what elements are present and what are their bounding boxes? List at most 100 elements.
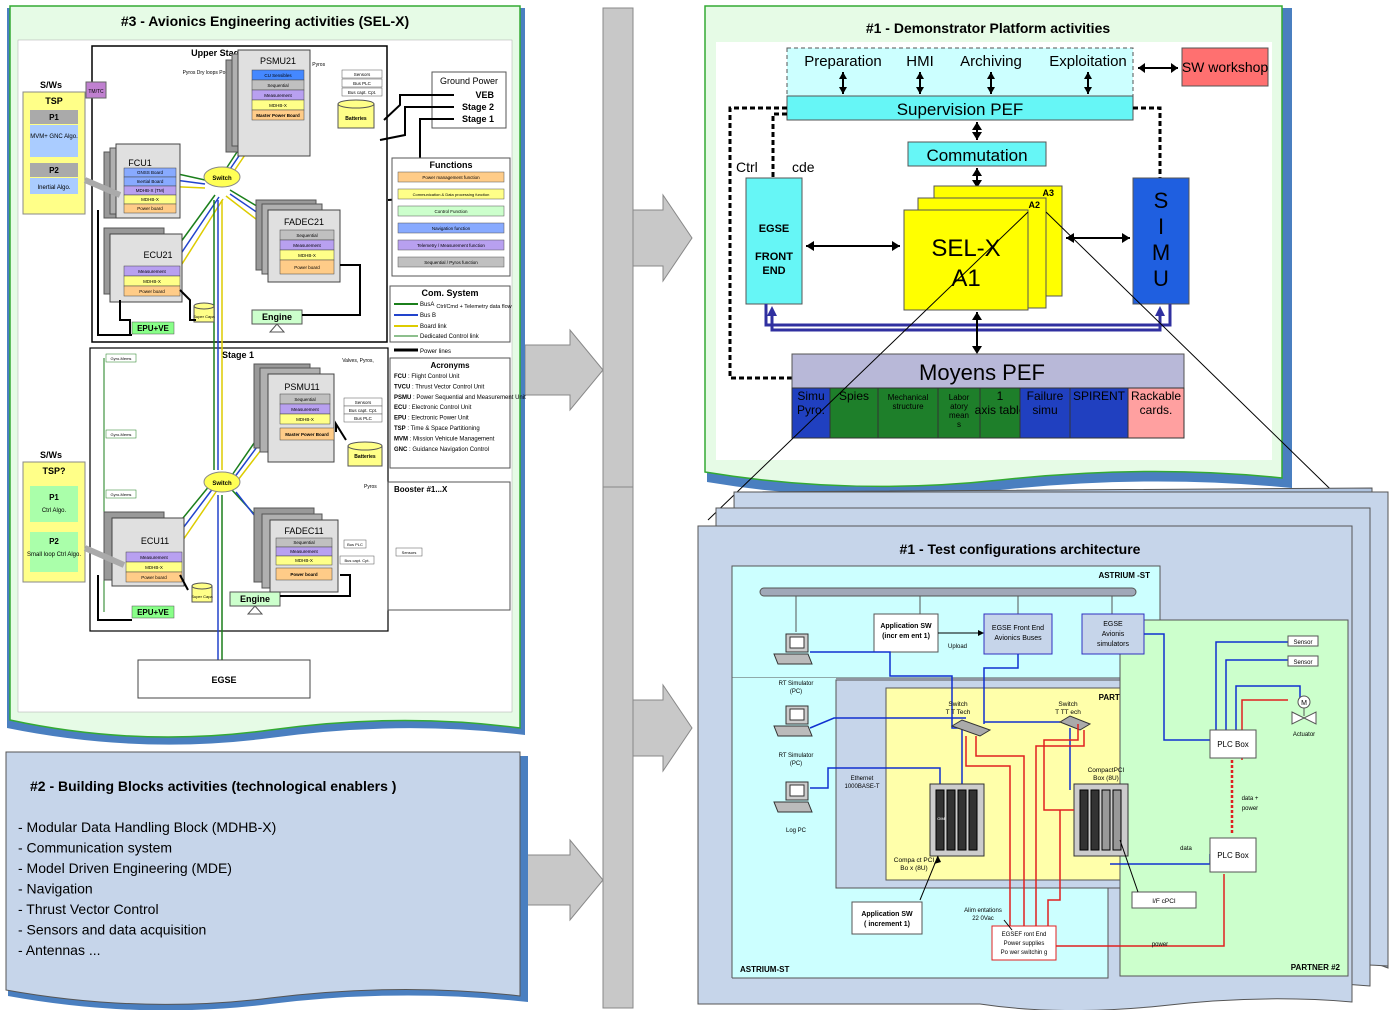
- fn-1: Power management function: [422, 175, 480, 180]
- fcu1-board-5: Power board: [137, 206, 163, 211]
- alim-a: Alim entations: [964, 908, 1002, 914]
- fcu1-unit: FCU1 GNSS Board Inertial Board MDHB-X (T…: [103, 143, 181, 219]
- sw-workshop-line: SW workshop: [1182, 59, 1269, 75]
- com-4: Dedicated Control link: [420, 334, 480, 340]
- ecu21-board-3: Power board: [139, 289, 165, 294]
- pef-cell-label-1-2: Pyro.: [797, 403, 825, 417]
- fadec11-board-4: Power board: [290, 572, 318, 577]
- sensor1: Sensor: [1293, 640, 1312, 646]
- panel2-title: #2 - Building Blocks activities (technol…: [30, 778, 396, 794]
- building-block-4: - Navigation: [18, 881, 93, 897]
- fadec21-board-3: MDHB-X: [298, 253, 316, 258]
- actuator: Actuator: [1293, 732, 1315, 738]
- cpci2-card-4: [1112, 789, 1122, 851]
- com-1: BusA: [420, 302, 434, 308]
- ground-power-stage2: Stage 2: [462, 102, 494, 112]
- arrow-from-panel2: [519, 838, 604, 922]
- switch2-a: Switch: [1058, 701, 1078, 708]
- psmu21-unit: PSMU21 CU Sensibles Sequential Measureme…: [225, 49, 311, 157]
- pef-cell-label-8-2: cards.: [1140, 403, 1173, 417]
- ground-power-title: Ground Power: [440, 76, 498, 86]
- egse-fe-a: EGSE Front End: [992, 625, 1044, 632]
- cpci1-card-1: [935, 789, 945, 851]
- egse-av-c: simulators: [1097, 641, 1129, 648]
- fadec11-board-2: Measurement: [290, 549, 318, 554]
- top-item-arrowhead-up-4: [1084, 72, 1092, 79]
- bus-capt-f: Bus capt. Cpt.: [344, 558, 369, 563]
- top-item-2: HMI: [906, 53, 934, 70]
- arrow-from-panel3: [524, 328, 604, 412]
- partner2: PARTNER #2: [1291, 963, 1341, 972]
- pef-cell-label-6-1: Failure: [1027, 389, 1064, 403]
- pef-cell-label-4-4: s: [957, 420, 961, 429]
- pef-cell-label-3-2: structure: [892, 402, 924, 411]
- ecu11-label: ECU11: [141, 536, 169, 546]
- supercapa-l: Super Capa: [191, 594, 213, 599]
- power-lines: Power lines: [420, 349, 451, 355]
- building-block-5: - Thrust Vector Control: [18, 901, 159, 917]
- pef-cell-label-7-1: SPIRENT: [1073, 389, 1126, 403]
- ecu21-unit: ECU21 Measurement MDHB-X Power board: [103, 227, 183, 303]
- panel-demonstrator: #1 - Demonstrator Platform activities Pr…: [704, 5, 1292, 497]
- egse-power-a: EGSEF ront End: [1002, 932, 1047, 938]
- pef-cell-label-6-2: simu: [1032, 403, 1057, 417]
- psmu11-unit: PSMU11 Sequential Measurement MDHB-X Mas…: [253, 363, 335, 463]
- functions-title: Functions: [430, 160, 473, 170]
- rt-sim1-b: (PC): [790, 689, 802, 695]
- psmu11-board-2: Measurement: [291, 407, 319, 412]
- switch1-a: Switch: [948, 701, 968, 708]
- pef-cell-label-1-1: Simu: [797, 389, 824, 403]
- cde-label: cde: [792, 159, 815, 175]
- egse-av-a: EGSE: [1103, 621, 1123, 628]
- panel1-title: #1 - Demonstrator Platform activities: [866, 20, 1111, 36]
- p2-label: P2: [49, 166, 59, 175]
- psmu11-label: PSMU11: [284, 382, 319, 392]
- top-item-arrowhead-up-2: [916, 72, 924, 79]
- top-item-1: Preparation: [804, 53, 882, 70]
- fcu1-board-3: MDHB-X (TM): [136, 188, 165, 193]
- motor-m: M: [1301, 700, 1307, 707]
- fn-5: Telemetry / Measurement function: [417, 243, 485, 248]
- sensors-l: Sensors: [355, 400, 372, 405]
- ecu21-board-2: MDHB-X: [143, 279, 161, 284]
- epu-u: EPU+VE: [137, 324, 169, 333]
- fadec11-board-3: MDHB-X: [295, 558, 313, 563]
- moyens-pef: Moyens PEF: [919, 360, 1045, 385]
- simu-letter-4: U: [1153, 266, 1169, 291]
- acronym-6: TSP : Time & Space Partitioning: [394, 426, 480, 432]
- p2b-sub: Small loop Ctrl Algo.: [27, 552, 81, 558]
- sws-label-1: S/Ws: [40, 80, 62, 90]
- log-pc: Log PC: [786, 828, 807, 834]
- pef-cell-1: [791, 387, 831, 439]
- front-end-1: FRONT: [755, 251, 793, 263]
- fn-3: Control Function: [434, 209, 468, 214]
- pef-cell-5: [979, 387, 1021, 439]
- bus-capt-l: Bus capt. Cpt.: [349, 408, 377, 413]
- cpci1-b: Bo x (8U): [900, 865, 927, 872]
- ground-power-veb: VEB: [475, 90, 494, 100]
- pef-cell-label-5-1: 1: [997, 389, 1004, 403]
- rt-sim1-a: RT Simulator: [779, 681, 814, 687]
- fadec21-board-2: Measurement: [293, 243, 321, 248]
- data-power-a: data +: [1242, 796, 1259, 802]
- panel3-title: #3 - Avionics Engineering activities (SE…: [121, 13, 409, 29]
- switch-upper: Switch: [212, 176, 232, 182]
- pef-cell-label-4-3: mean: [949, 411, 969, 420]
- psmu21-board-4: MDHB-X: [269, 103, 287, 108]
- panel-building-blocks: #2 - Building Blocks activities (technol…: [5, 751, 528, 1010]
- top-item-arrowhead-down-3: [987, 87, 995, 94]
- epu-l: EPU+VE: [137, 608, 169, 617]
- pef-cell-4: [937, 387, 981, 439]
- p2-sub: Inertial Algo.: [37, 185, 70, 191]
- stage1-label: Stage 1: [222, 350, 254, 360]
- tsp2-label: TSP?: [42, 466, 65, 476]
- cpci1-card-3: [957, 789, 967, 851]
- top-item-arrowhead-down-1: [839, 87, 847, 94]
- cpci1-card-label-1: OIM: [937, 816, 945, 821]
- acronym-1: FCU : Flight Control Unit: [394, 374, 460, 380]
- egse-power-b: Power supplies: [1004, 941, 1045, 947]
- p1-label: P1: [49, 113, 59, 122]
- cpci2-a: CompactPCI: [1088, 767, 1125, 774]
- sensors-f: Sensors: [402, 550, 417, 555]
- egse-fe-b: Avionics Buses: [994, 635, 1042, 642]
